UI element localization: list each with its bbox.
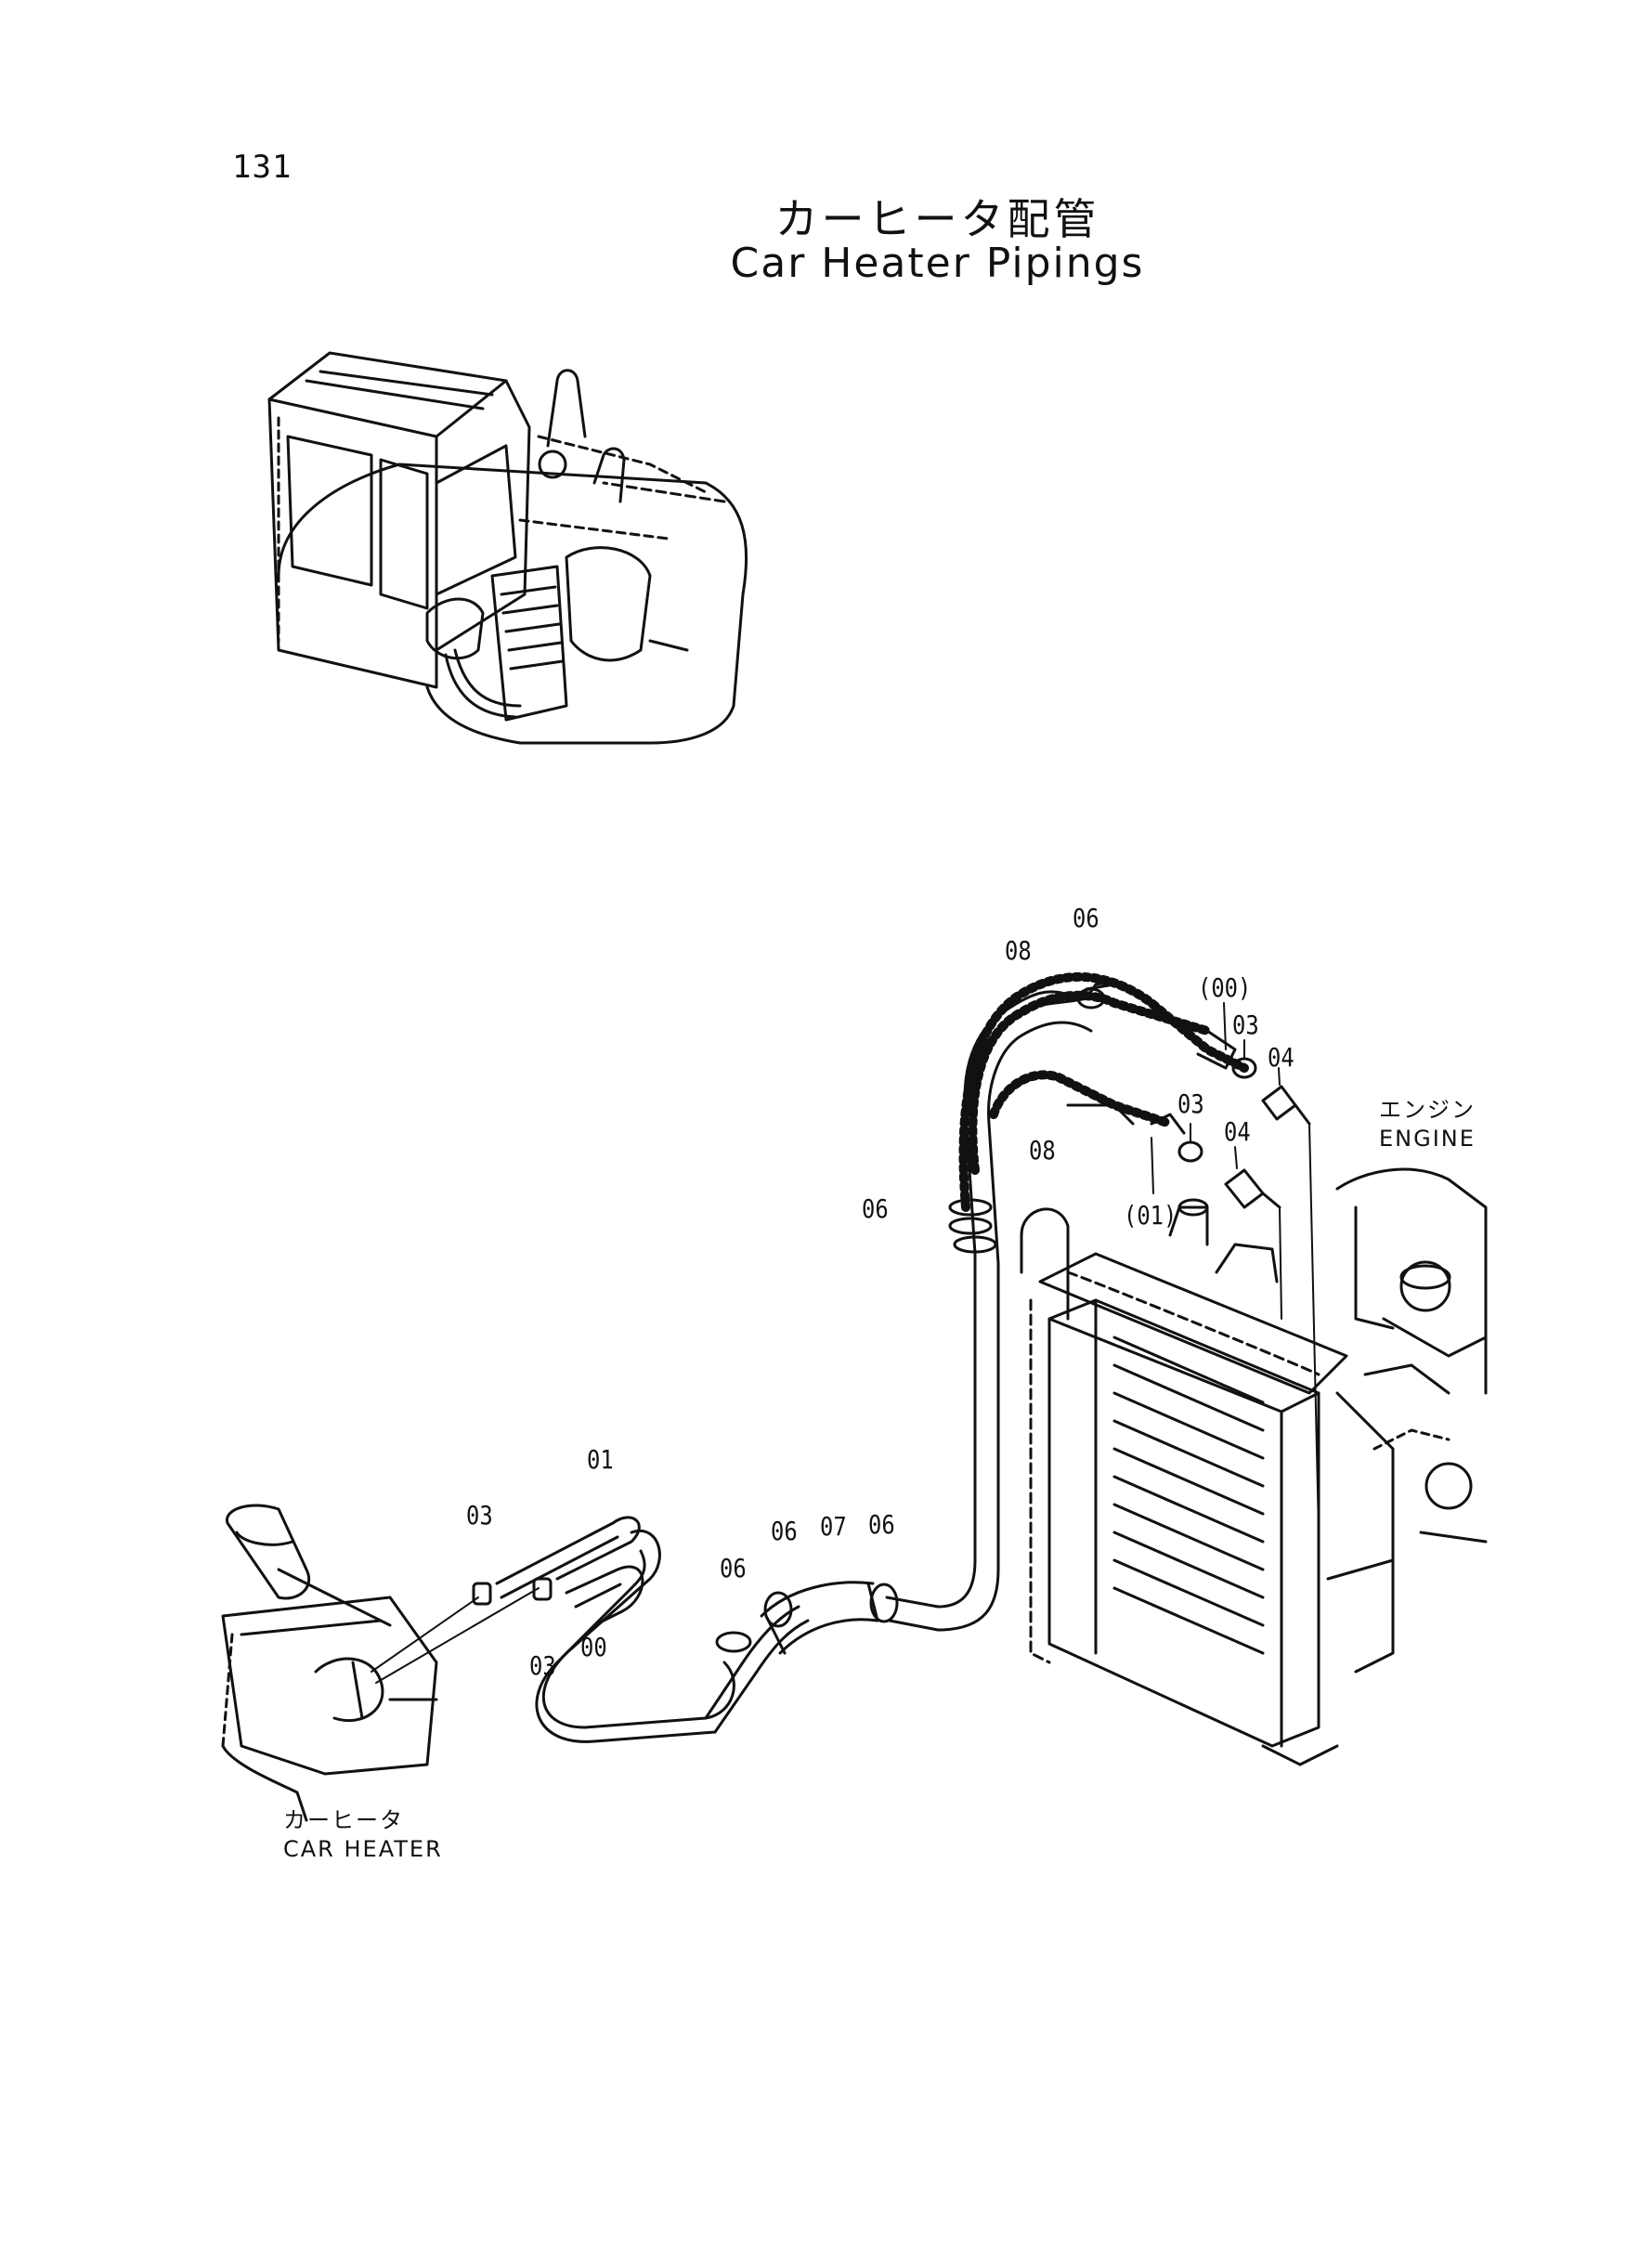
engine (1326, 1167, 1488, 1674)
fittings-03-04 (1177, 1039, 1320, 1533)
page-number: 131 (232, 149, 293, 186)
callout-08-lower: 08 (1029, 1135, 1056, 1166)
car-heater-label-english: CAR HEATER (283, 1836, 443, 1863)
heater-hose-assembly (371, 1516, 810, 1743)
engine-label: エンジン ENGINE (1379, 1096, 1476, 1153)
callout-03-upper: 03 (1232, 1010, 1259, 1040)
engine-label-japanese: エンジン (1379, 1097, 1476, 1123)
callout-01-bottom: 01 (587, 1444, 614, 1475)
page-title-english: Car Heater Pipings (730, 240, 1145, 287)
callout-06-b: 06 (771, 1516, 798, 1546)
coiled-hose-08 (948, 971, 1249, 1265)
page-title-japanese: カーヒータ配管 (774, 194, 1100, 244)
callout-06-top: 06 (1073, 903, 1099, 933)
callout-00-paren: (00) (1198, 972, 1252, 1003)
callout-07: 07 (820, 1511, 847, 1542)
machine-overview-inset (267, 351, 748, 745)
callout-03-lower: 03 (529, 1650, 556, 1681)
car-heater-label: カーヒータ CAR HEATER (283, 1806, 443, 1864)
callout-06-c: 06 (868, 1509, 895, 1540)
callout-04-mid: 04 (1224, 1116, 1251, 1147)
engine-label-english: ENGINE (1379, 1126, 1476, 1153)
callout-03-mid: 03 (1177, 1088, 1204, 1119)
car-heater-unit (221, 1504, 438, 1822)
callout-01-paren: (01) (1124, 1200, 1177, 1231)
callout-03-left: 03 (466, 1500, 493, 1531)
callout-06-left: 06 (862, 1193, 889, 1224)
car-heater-label-japanese: カーヒータ (283, 1807, 404, 1833)
callout-04-upper: 04 (1268, 1042, 1294, 1073)
callout-00-bottom: 00 (580, 1632, 607, 1662)
hose-coupler-07 (715, 1252, 1000, 1655)
callout-08-upper: 08 (1005, 935, 1032, 966)
radiator (1020, 1198, 1348, 1766)
callout-06-a: 06 (720, 1553, 747, 1583)
